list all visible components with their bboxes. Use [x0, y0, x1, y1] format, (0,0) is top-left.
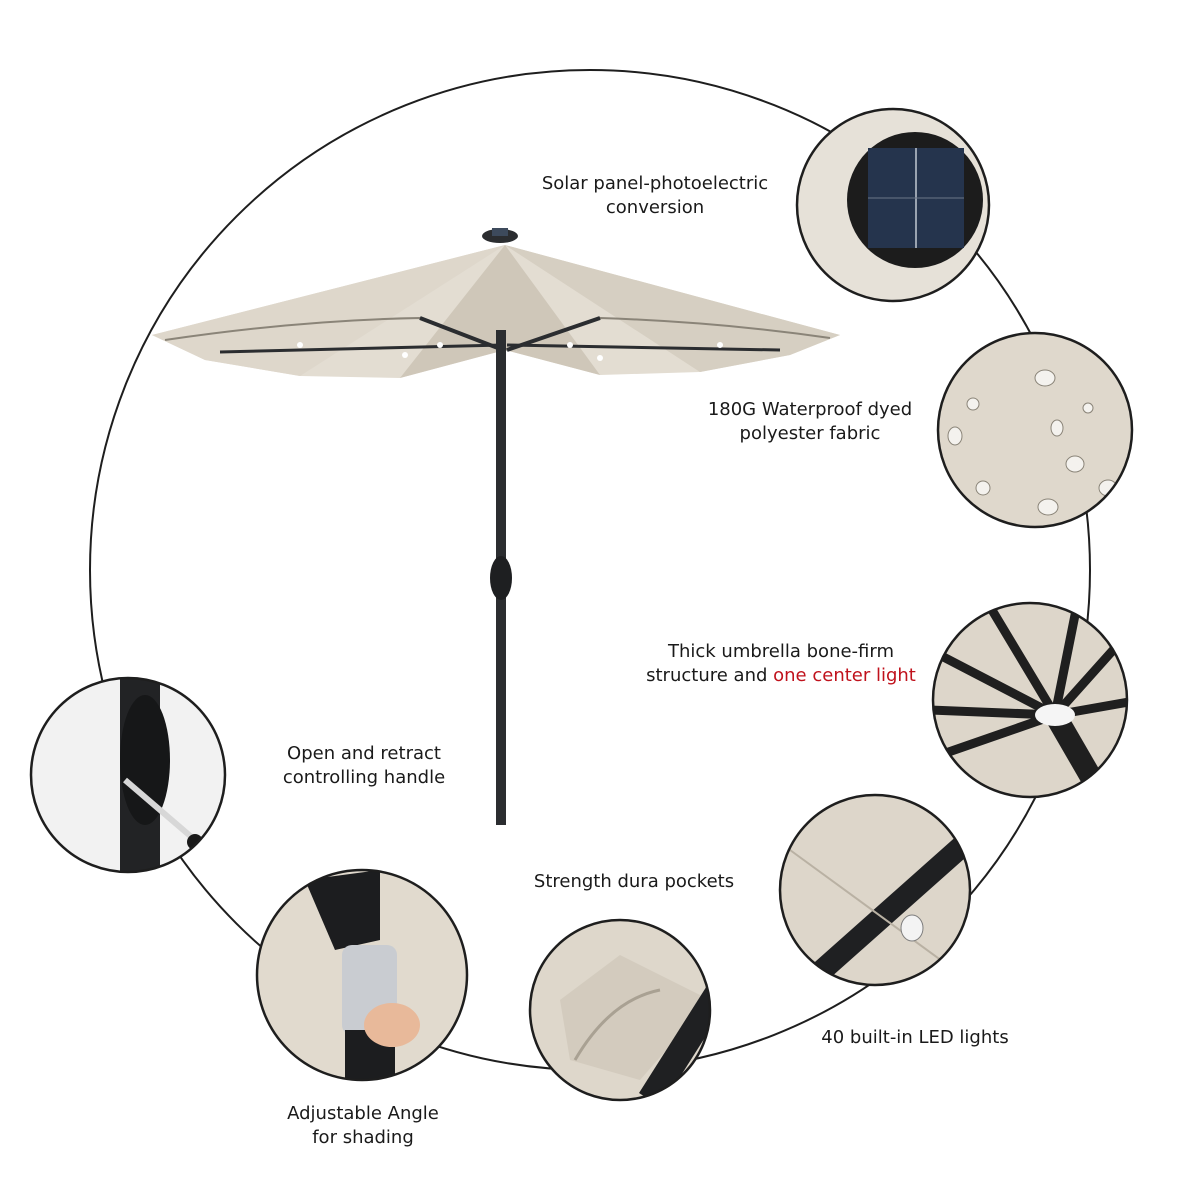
pockets-label: Strength dura pockets [533, 871, 735, 892]
angle-label: Adjustable Angle for shading [287, 1103, 439, 1148]
water-droplets-detail [938, 333, 1132, 527]
umbrella-ribs-detail [933, 603, 1127, 797]
crank-handle-detail [31, 678, 225, 872]
fabric-pocket-detail [530, 920, 710, 1100]
patio-umbrella [152, 228, 840, 825]
leds-label: 40 built-in LED lights [821, 1027, 1009, 1048]
fabric-label: 180G Waterproof dyed polyester fabric [707, 399, 913, 444]
led-light-detail [780, 795, 970, 985]
solar-panel-detail [797, 109, 989, 301]
solar-label: Solar panel-photoelectric conversion [541, 173, 769, 218]
tilt-button-detail [257, 870, 467, 1080]
structure-label: Thick umbrella bone-firm structure and o… [646, 641, 916, 686]
handle-label: Open and retract controlling handle [282, 743, 446, 788]
